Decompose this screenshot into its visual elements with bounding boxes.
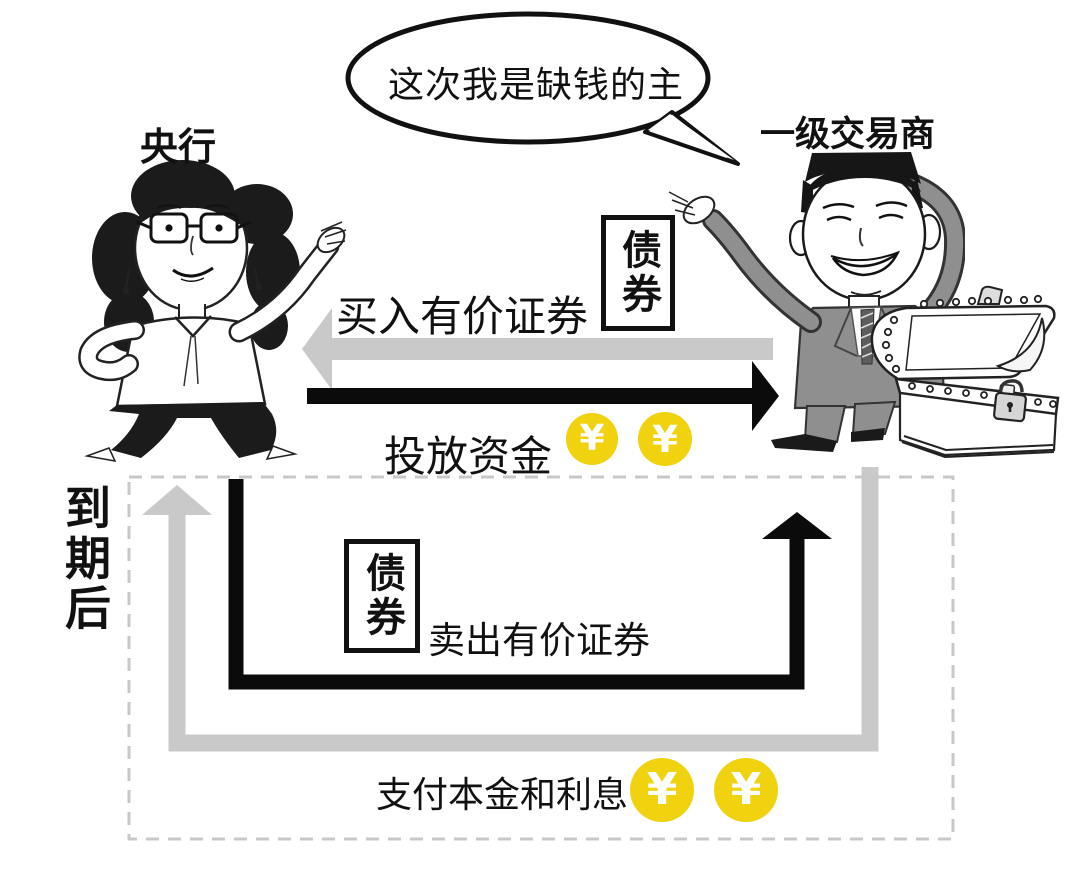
dashed-border [127,475,955,841]
padlock-icon [993,379,1027,423]
woman-blouse [115,316,267,408]
woman-lip [180,277,205,282]
earrings [125,267,259,289]
earring [255,283,263,291]
man-upper-lip [830,251,900,262]
speech-bubble [345,11,740,166]
bond-badge-bottom-text: 债券 [359,552,405,640]
chest-base-lines [901,435,1055,459]
chest-front [898,391,1058,457]
primary-dealer-label: 一级交易商 [760,115,936,155]
inject-funds-arrow [307,361,779,431]
speech-bubble-text: 这次我是缺钱的主 [388,65,685,106]
buy-securities-label: 买入有价证券 [336,292,589,341]
man-shoe [851,428,885,442]
central-bank-label: 央行 [140,125,217,169]
repay-arrow-head [142,485,212,515]
man-eyes [826,213,904,222]
initial-phase-arrows [302,308,779,431]
man-mouth [831,250,901,277]
maturity-phase-box [127,475,955,841]
repay-arrow-shaft [168,467,879,752]
tie [860,308,875,365]
blouse-ribbon [183,335,199,387]
woman-left-arm [78,320,145,382]
man-fringe [805,166,921,194]
woman-eye [165,224,173,232]
repay-label: 支付本金和利息 [376,775,629,816]
man-right-leg [851,400,897,435]
inject-funds-label: 投放资金 [384,432,553,481]
chest-lid-inner-shadow [995,317,1046,373]
woman-nose [190,235,194,256]
maturity-phase-arrows [142,467,879,752]
buy-securities-arrow [302,308,773,390]
bubble-tail-fill [648,114,734,160]
tie-stripes [860,312,874,358]
sell-securities-arrow-shaft [228,479,805,690]
woman-shoe [84,447,117,462]
blouse-collar [174,315,212,338]
sell-securities-arrow-head [762,512,832,539]
central-bank-figure [78,160,347,462]
man-chin [850,290,882,296]
chest-rivets [881,294,1043,374]
woman-bangs [137,185,245,228]
yuan-coin-icon: ¥ [638,412,692,466]
after-maturity-label: 到期后 [58,484,112,634]
woman-right-arm [228,221,347,343]
man-right-arm [896,171,965,338]
glasses-icon [136,212,252,244]
man-left-leg [803,405,847,444]
yuan-coin-icon: ¥ [566,413,618,465]
bond-badge-bottom: 债券 [344,539,420,653]
man-shoe [771,434,837,452]
man-brows [822,201,908,210]
sell-securities-label: 卖出有价证券 [428,619,650,662]
woman-brows [156,204,230,209]
earring [122,287,130,295]
yuan-coin-icon: ¥ [630,758,694,822]
woman-pants [109,402,277,458]
man-left-arm [668,191,822,333]
bond-badge-top: 债券 [601,215,675,331]
chest-clasp [976,285,1004,305]
treasure-chest [870,285,1060,459]
man-nose [858,227,864,247]
yuan-coin-icon: ¥ [714,758,778,822]
woman-eye [215,224,223,232]
woman-mouth [172,266,214,278]
woman-shoe [265,445,298,460]
bubble-ellipse [345,11,711,145]
bond-badge-top-text: 债券 [615,229,661,317]
man-face [801,166,927,302]
